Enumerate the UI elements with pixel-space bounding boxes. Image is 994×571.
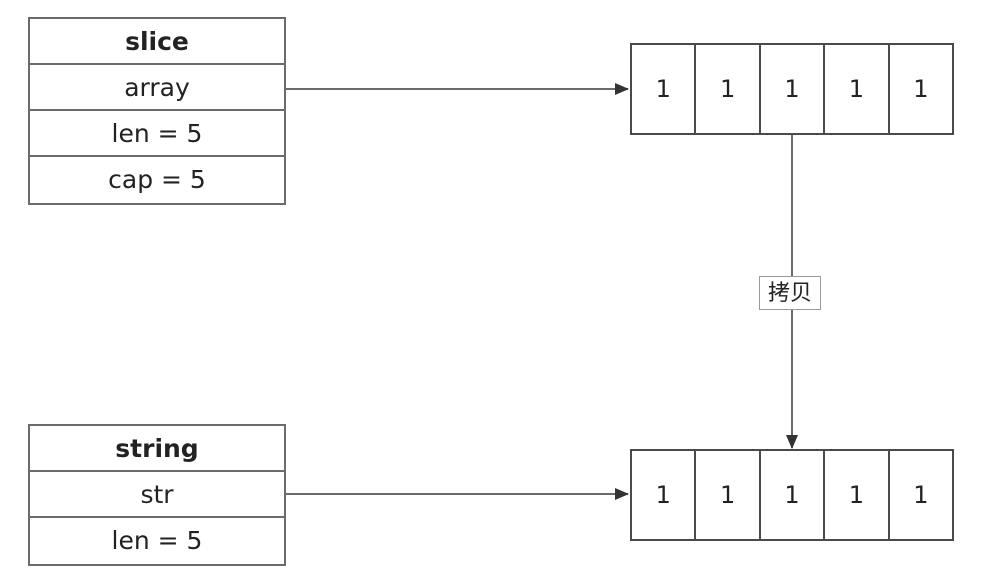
array-cell: 1 [761, 451, 826, 539]
slice-field-array: array [30, 65, 284, 111]
array-cell: 1 [696, 451, 761, 539]
string-field-str: str [30, 472, 284, 518]
array-cell: 1 [696, 45, 761, 133]
copy-edge-label: 拷贝 [759, 276, 821, 310]
string-struct: string str len = 5 [28, 424, 286, 566]
array-cell: 1 [632, 45, 697, 133]
array-cell: 1 [913, 75, 929, 103]
slice-field-len: len = 5 [30, 111, 284, 157]
string-header: string [30, 426, 284, 472]
array-cell: 1 [825, 451, 890, 539]
slice-backing-array: 1 1 1 1 1 [630, 43, 954, 135]
array-cell: 1 [632, 451, 697, 539]
string-field-len: len = 5 [111, 526, 203, 555]
slice-header: slice [30, 19, 284, 65]
array-cell: 1 [825, 45, 890, 133]
string-backing-array: 1 1 1 1 1 [630, 449, 954, 541]
array-cell: 1 [761, 45, 826, 133]
slice-field-cap: cap = 5 [108, 165, 206, 194]
slice-struct: slice array len = 5 cap = 5 [28, 17, 286, 205]
array-cell: 1 [913, 481, 929, 509]
